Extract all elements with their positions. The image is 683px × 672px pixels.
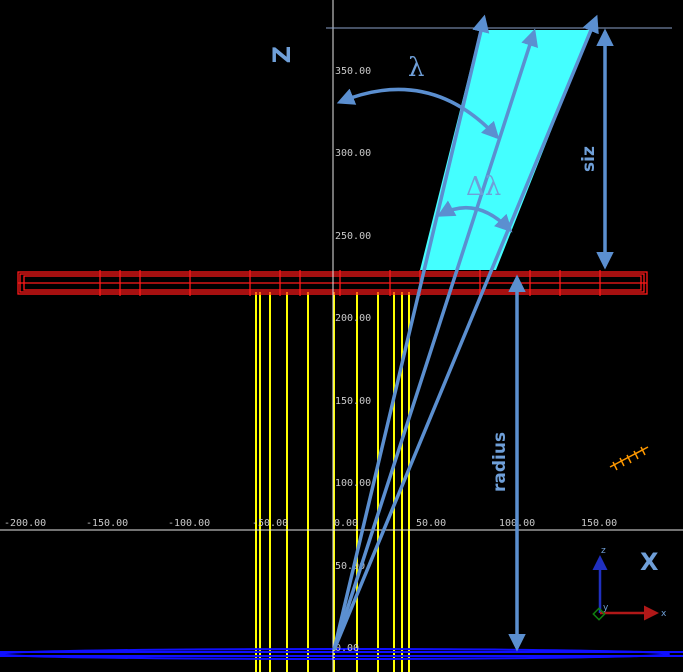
- z-tick-label: 150.00: [335, 396, 371, 407]
- x-tick-label: 0.00: [334, 518, 358, 529]
- particle-track: [609, 446, 649, 471]
- radius-label: radius: [490, 432, 510, 492]
- lambda-label: λ: [408, 53, 424, 83]
- x-tick-label: -200.00: [4, 518, 46, 529]
- x-axis-ticks: -200.00 -150.00 -100.00 -50.00 0.00 50.0…: [4, 518, 617, 529]
- z-axis-label: Z: [268, 46, 296, 63]
- x-tick-label: -150.00: [86, 518, 128, 529]
- z-tick-label: 200.00: [335, 313, 371, 324]
- z-axis-ticks: 0.00 50.00 100.00 150.00 200.00 250.00 3…: [335, 66, 371, 654]
- z-tick-label: 0.00: [335, 643, 359, 654]
- z-tick-label: 250.00: [335, 231, 371, 242]
- size-label: siz: [579, 146, 599, 172]
- z-tick-label: 300.00: [335, 148, 371, 159]
- detector-rods: [255, 292, 410, 672]
- x-axis-label: X: [640, 548, 659, 576]
- triad-x-label: x: [661, 609, 667, 619]
- delta-lambda-arc: [436, 200, 513, 233]
- x-tick-label: 150.00: [581, 518, 617, 529]
- orientation-triad[interactable]: z x y: [592, 546, 667, 621]
- triad-y-label: y: [603, 603, 609, 613]
- x-tick-label: -100.00: [168, 518, 210, 529]
- z-tick-label: 350.00: [335, 66, 371, 77]
- z-tick-label: 100.00: [335, 478, 371, 489]
- delta-lambda-label: Δλ: [466, 172, 501, 202]
- z-tick-label: 50.00: [335, 561, 365, 572]
- triad-z-label: z: [601, 546, 606, 556]
- x-tick-label: 50.00: [416, 518, 446, 529]
- x-tick-label: -50.00: [252, 518, 288, 529]
- triad-y-marker: [592, 607, 606, 621]
- lambda-arc: [336, 87, 500, 140]
